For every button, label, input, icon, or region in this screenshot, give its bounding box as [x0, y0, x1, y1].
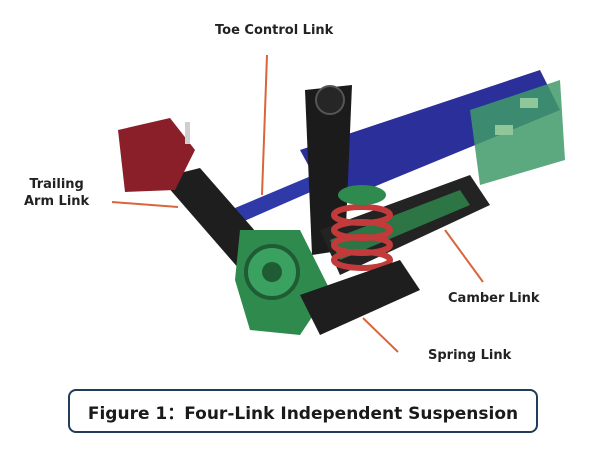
spring-leader	[362, 317, 399, 353]
trailing-arm-label-line2: Arm Link	[24, 194, 90, 209]
camber-link-label: Camber Link	[448, 291, 540, 306]
subframe-hole-1	[520, 98, 538, 108]
toe-leader	[261, 54, 268, 196]
subframe-hole-2	[495, 125, 513, 135]
spring-seat	[338, 185, 386, 205]
trailing-leader	[111, 201, 179, 208]
mount-bolt	[185, 122, 190, 144]
trailing-arm-label-line1: Trailing	[29, 177, 84, 192]
hub-center	[262, 262, 282, 282]
caption-box: Figure 1：Four-Link Independent Suspensio…	[68, 389, 538, 433]
subframe-green-panel	[470, 80, 565, 185]
spring-link	[300, 260, 420, 335]
coil-spring	[331, 204, 393, 271]
camber-link-green	[330, 190, 470, 260]
toe-control-link-label: Toe Control Link	[215, 23, 334, 38]
strut-top-mount	[315, 85, 345, 115]
trailing-arm-link-label: Trailing Arm Link	[24, 176, 89, 210]
leader-lines	[111, 54, 484, 353]
camber-leader	[444, 229, 484, 283]
spring-link-label: Spring Link	[428, 348, 512, 363]
figure-caption: Figure 1：Four-Link Independent Suspensio…	[87, 403, 519, 424]
trailing-arm-mount	[118, 118, 195, 192]
